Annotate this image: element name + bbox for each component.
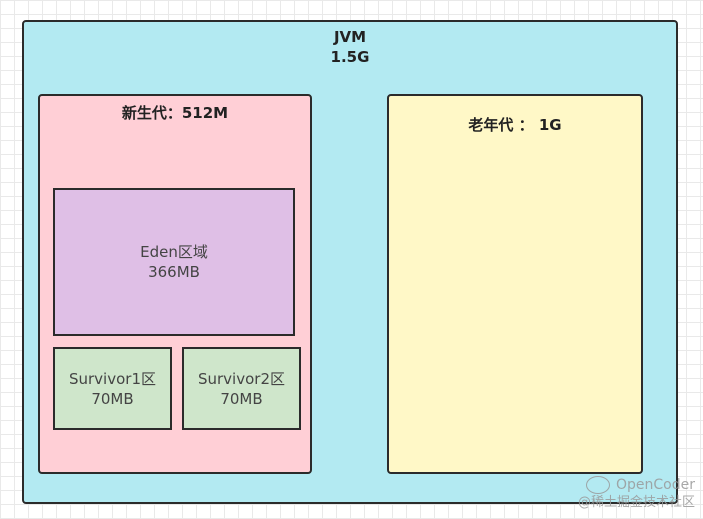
- jvm-title: JVM 1.5G: [22, 27, 678, 67]
- old-generation-title: 老年代 ： 1G: [468, 116, 562, 134]
- watermark-brand: OpenCoder: [616, 477, 695, 493]
- old-generation-box: [387, 94, 643, 474]
- survivor1-size: 70MB: [91, 390, 134, 408]
- young-generation-title: 新生代：512M: [121, 104, 229, 122]
- watermark-line2: @稀土掘金技术社区: [577, 495, 695, 510]
- jvm-size-label: 1.5G: [330, 48, 370, 66]
- survivor2-label: Survivor2区 70MB: [182, 369, 301, 409]
- eden-box: [53, 188, 295, 336]
- survivor1-box: [53, 347, 172, 430]
- jvm-title-label: JVM: [333, 28, 367, 46]
- wechat-icon: [586, 476, 610, 494]
- eden-label: Eden区域 366MB: [53, 242, 295, 282]
- eden-name: Eden区域: [140, 243, 208, 261]
- survivor2-size: 70MB: [220, 390, 263, 408]
- survivor2-box: [182, 347, 301, 430]
- watermark: OpenCoder @稀土掘金技术社区: [555, 476, 695, 511]
- survivor1-label: Survivor1区 70MB: [53, 369, 172, 409]
- eden-size: 366MB: [148, 263, 200, 281]
- watermark-line1: OpenCoder: [555, 476, 695, 494]
- survivor1-name: Survivor1区: [68, 370, 156, 388]
- survivor2-name: Survivor2区: [197, 370, 285, 388]
